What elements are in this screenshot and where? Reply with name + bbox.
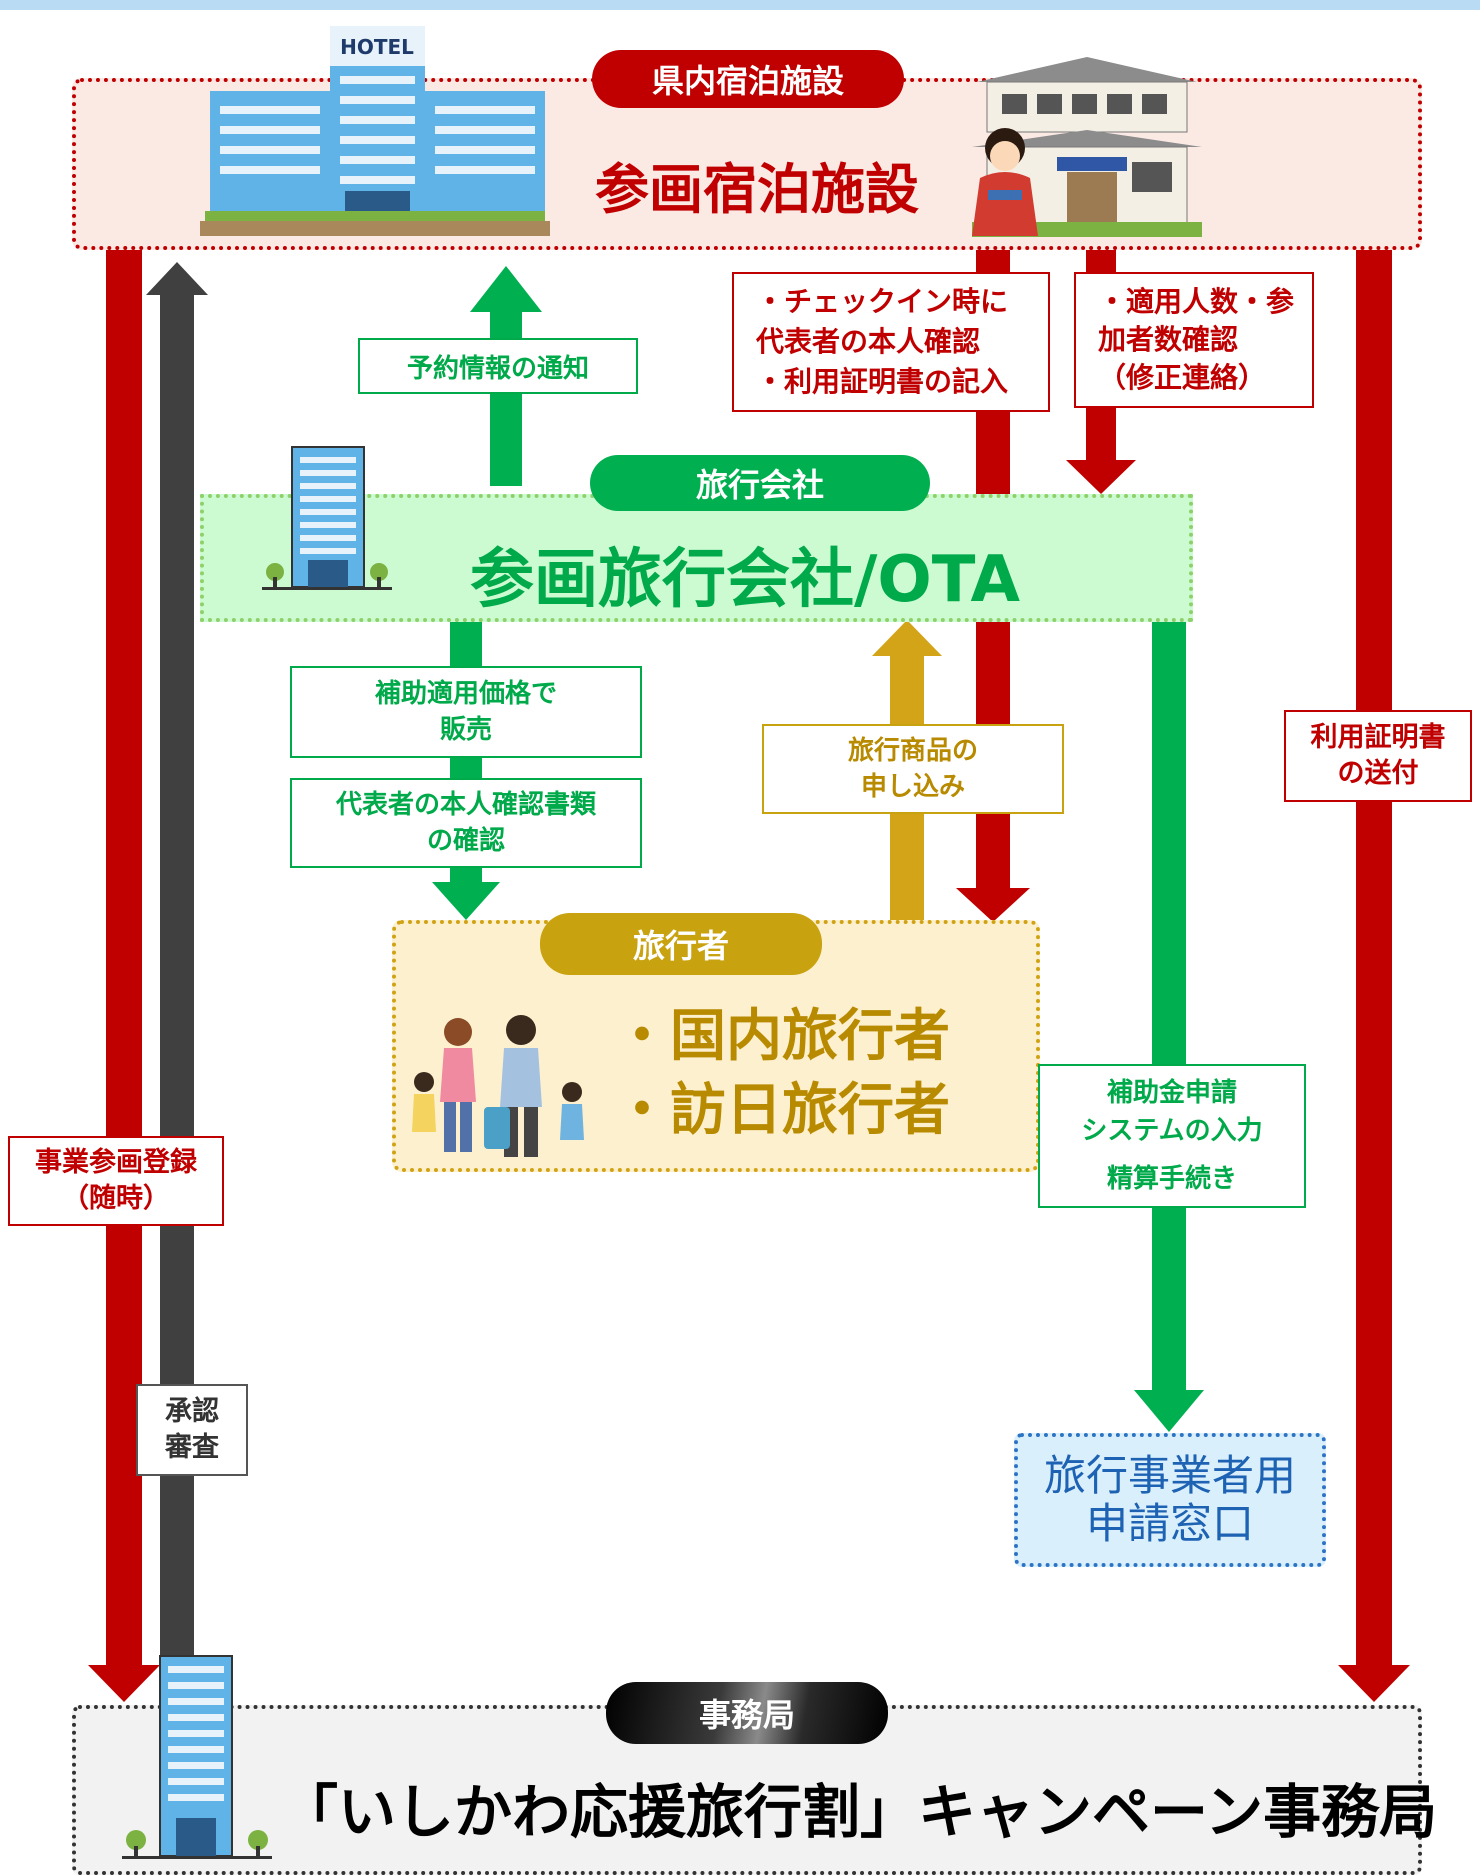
arrow-subsidy bbox=[1134, 622, 1204, 1432]
participant-line-1: ・適用人数・参 bbox=[1098, 285, 1295, 318]
reservation-notice-text: 予約情報の通知 bbox=[406, 353, 589, 384]
registration-line-2: （随時） bbox=[62, 1183, 170, 1214]
traveler-pill: 旅行者 bbox=[540, 913, 822, 975]
traveler-family-icon bbox=[412, 1015, 584, 1157]
subsidy-line-1: 補助金申請 bbox=[1106, 1078, 1237, 1108]
sell-price-line-1: 補助適用価格で bbox=[374, 679, 557, 709]
application-window-line-2: 申請窓口 bbox=[1085, 1499, 1254, 1548]
travel-product-line-2: 申し込み bbox=[860, 772, 965, 802]
approval-label: 承認 審査 bbox=[136, 1384, 248, 1476]
arrow-certificate-send bbox=[1338, 250, 1410, 1702]
subsidy-line-2: システムの入力 bbox=[1081, 1116, 1263, 1146]
prefecture-lodging-pill: 県内宿泊施設 bbox=[592, 50, 904, 108]
approval-line-1: 承認 bbox=[165, 1396, 219, 1427]
id-check-line-1: 代表者の本人確認書類 bbox=[335, 790, 596, 820]
registration-label: 事業参画登録 （随時） bbox=[8, 1136, 224, 1226]
svg-text:HOTEL: HOTEL bbox=[340, 35, 414, 59]
participant-line-2: 加者数確認 bbox=[1098, 323, 1239, 356]
application-window-line-1: 旅行事業者用 bbox=[1043, 1451, 1296, 1500]
reservation-notice-label: 予約情報の通知 bbox=[358, 338, 638, 394]
checkin-line-2: 代表者の本人確認 bbox=[756, 325, 981, 358]
secretariat-name: 「いしかわ応援旅行割」キャンペーン事務局 bbox=[280, 1778, 1438, 1846]
participant-line-3: （修正連絡） bbox=[1098, 361, 1267, 394]
traveler-list: ・国内旅行者 ・訪日旅行者 bbox=[614, 1000, 950, 1148]
hotel-building-icon: HOTEL bbox=[200, 26, 550, 236]
checkin-line-3: ・利用証明書の記入 bbox=[756, 365, 1009, 398]
participant-count-label: ・適用人数・参 加者数確認 （修正連絡） bbox=[1074, 272, 1314, 408]
office-building-icon bbox=[122, 1655, 272, 1859]
travel-product-line-1: 旅行商品の bbox=[847, 736, 978, 766]
subsidy-label: 補助金申請 システムの入力 精算手続き bbox=[1038, 1064, 1306, 1208]
office-building-icon bbox=[262, 446, 392, 590]
arrow-registration bbox=[88, 250, 160, 1702]
sell-price-label: 補助適用価格で 販売 bbox=[290, 666, 642, 758]
kimono-host-icon bbox=[972, 128, 1038, 236]
registration-line-1: 事業参画登録 bbox=[35, 1147, 197, 1178]
participating-agency-title: 参画旅行会社/OTA bbox=[470, 543, 1020, 617]
application-window-box bbox=[1014, 1433, 1326, 1567]
checkin-line-1: ・チェックイン時に bbox=[756, 285, 1009, 318]
approval-line-2: 審査 bbox=[165, 1432, 219, 1463]
application-window-title: 旅行事業者用 申請窓口 bbox=[1014, 1452, 1326, 1548]
top-band bbox=[0, 0, 1480, 10]
certificate-send-line-2: の送付 bbox=[1337, 758, 1419, 789]
domestic-traveler: ・国内旅行者 bbox=[614, 1004, 950, 1069]
secretariat-pill: 事務局 bbox=[606, 1682, 888, 1744]
certificate-send-line-1: 利用証明書 bbox=[1310, 722, 1446, 753]
id-check-label: 代表者の本人確認書類 の確認 bbox=[290, 778, 642, 868]
inbound-traveler: ・訪日旅行者 bbox=[614, 1078, 950, 1143]
certificate-send-label: 利用証明書 の送付 bbox=[1284, 710, 1472, 802]
participating-lodging-title: 参画宿泊施設 bbox=[595, 158, 919, 221]
id-check-line-2: の確認 bbox=[426, 826, 505, 856]
subsidy-line-3: 精算手続き bbox=[1106, 1164, 1237, 1194]
travel-product-label: 旅行商品の 申し込み bbox=[762, 724, 1064, 814]
checkin-label: ・チェックイン時に 代表者の本人確認 ・利用証明書の記入 bbox=[732, 272, 1050, 412]
travel-agency-pill: 旅行会社 bbox=[590, 455, 930, 511]
sell-price-line-2: 販売 bbox=[439, 715, 492, 745]
